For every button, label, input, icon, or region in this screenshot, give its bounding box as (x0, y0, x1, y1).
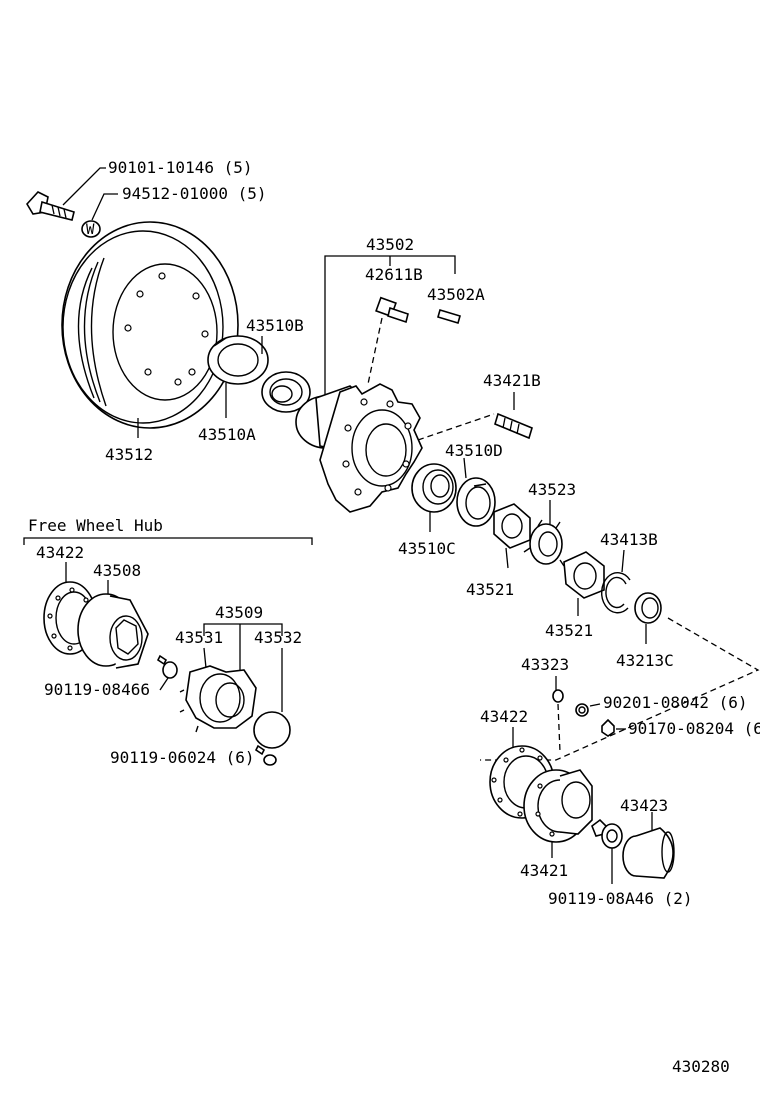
brake-disc-part[interactable] (61, 221, 239, 429)
washer-mark: W (86, 222, 95, 238)
label-stud-bolt: 42611B (365, 265, 423, 284)
label-bolt: 90101-10146 (5) (108, 158, 253, 177)
label-cover-right: 43422 (480, 707, 528, 726)
label-oil-seal-a: 43510A (198, 425, 256, 444)
washer-part[interactable]: W (81, 220, 101, 238)
screw-left-part[interactable] (156, 654, 178, 679)
nut-1-part[interactable] (493, 503, 531, 549)
label-fwh-body: 43508 (93, 561, 141, 580)
nut-flange-part[interactable] (601, 718, 615, 737)
part-43323[interactable] (552, 689, 564, 703)
screw-small-part[interactable] (254, 744, 277, 766)
label-oil-seal-b: 43510B (246, 316, 304, 335)
label-fwh-inner: 43531 (175, 628, 223, 647)
label-nut-2: 43521 (545, 621, 593, 640)
label-fwh-cover-left: 43422 (36, 543, 84, 562)
fwh-inner-part[interactable] (179, 665, 257, 733)
flange-part[interactable] (523, 769, 593, 843)
nut-2-part[interactable] (563, 551, 605, 599)
label-nut-flange: 90170-08204 (6) (628, 719, 760, 738)
cap-right-part[interactable] (622, 827, 675, 879)
hub-assy-part[interactable] (295, 383, 423, 513)
label-screw-small: 90119-06024 (6) (110, 748, 255, 767)
label-bearing-c: 43510C (398, 539, 456, 558)
bolt-right-part[interactable] (591, 818, 623, 849)
label-nut-small: 90201-08042 (6) (603, 693, 748, 712)
spacer-part[interactable] (634, 592, 662, 624)
stud-bolt-part[interactable] (375, 296, 409, 324)
label-nut-1: 43521 (466, 580, 514, 599)
label-hub-assy: 43502 (366, 235, 414, 254)
label-pin: 43502A (427, 285, 485, 304)
bolt-part[interactable] (26, 191, 75, 221)
pin-part[interactable] (437, 309, 461, 324)
fwh-cap-part[interactable] (253, 711, 291, 749)
label-disc: 43512 (105, 445, 153, 464)
label-fwh-cap: 43532 (254, 628, 302, 647)
label-bearing-d: 43510D (445, 441, 503, 460)
label-spacer: 43213C (616, 651, 674, 670)
label-cap-right: 43423 (620, 796, 668, 815)
label-washer: 94512-01000 (5) (122, 184, 267, 203)
label-snap-ring: 43413B (600, 530, 658, 549)
label-lock-washer: 43523 (528, 480, 576, 499)
label-flange: 43421 (520, 861, 568, 880)
oil-seal-a-part[interactable] (207, 335, 269, 385)
label-screw-left: 90119-08466 (44, 680, 150, 699)
stud-part[interactable] (494, 412, 533, 440)
label-stud: 43421B (483, 371, 541, 390)
label-bolt-right: 90119-08A46 (2) (548, 889, 693, 908)
label-part-43323: 43323 (521, 655, 569, 674)
bearing-d-part[interactable] (456, 477, 496, 527)
bearing-c-part[interactable] (411, 463, 457, 513)
nut-small-part[interactable] (575, 703, 589, 717)
figure-number: 430280 (672, 1057, 730, 1076)
free-wheel-hub-title: Free Wheel Hub (28, 516, 163, 535)
label-fwh-inner-assy: 43509 (215, 603, 263, 622)
fwh-body-part[interactable] (77, 593, 149, 669)
snap-ring-part[interactable] (601, 572, 631, 614)
lock-washer-part[interactable] (523, 519, 565, 567)
oil-seal-b-part[interactable] (261, 371, 311, 413)
